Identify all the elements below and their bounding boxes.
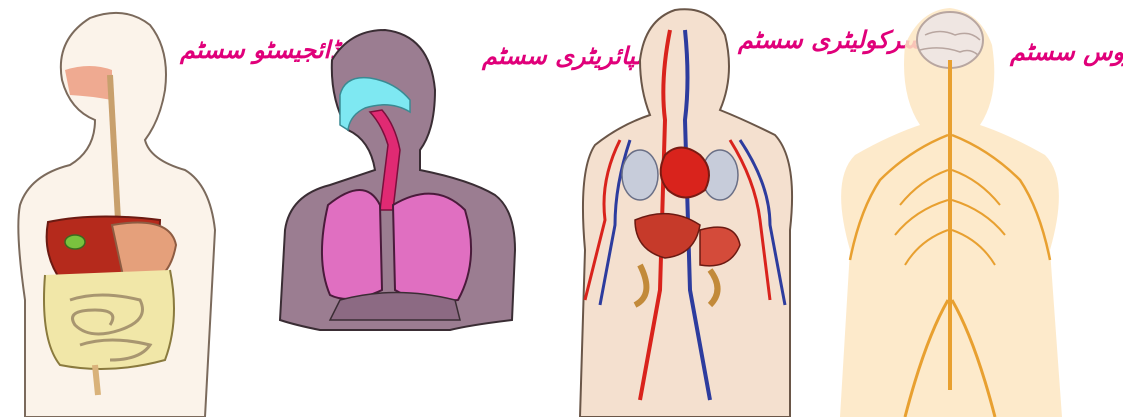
nervous-system-label: نروس سسٹم <box>1010 40 1123 64</box>
nervous-system-panel: نروس سسٹم <box>800 0 1123 417</box>
digestive-system-panel: ڈائجیسٹو سسٹم <box>0 0 290 417</box>
respiratory-system-panel: ریسپائریٹری سسٹم <box>270 0 590 417</box>
